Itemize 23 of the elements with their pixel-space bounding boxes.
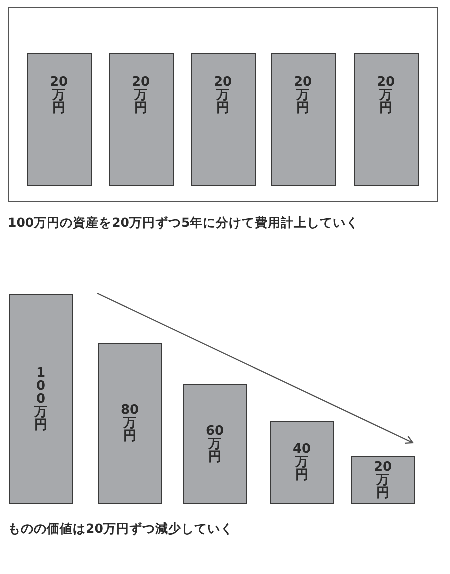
amount-label: 80万円 <box>120 404 140 443</box>
value-bar <box>26 52 92 186</box>
caption: 100万円の資産を20万円ずつ5年に分けて費用計上していく <box>8 215 360 230</box>
amount-label: 20万円 <box>48 76 70 114</box>
value-bar <box>351 456 415 504</box>
value-bar <box>270 421 334 504</box>
value-bar <box>190 52 256 186</box>
amount-label: 20万円 <box>292 76 314 114</box>
amount-label: 40万円 <box>292 443 312 482</box>
value-bar <box>9 294 73 504</box>
amount-label: 60万円 <box>204 424 226 464</box>
caption: ものの価値は20万円ずつ減少していく <box>8 521 234 536</box>
amount-label: 20万円 <box>212 76 234 114</box>
value-bar <box>183 384 247 504</box>
amount-label: 100万円 <box>34 366 48 432</box>
value-bar <box>270 52 336 186</box>
outline-frame <box>8 7 438 202</box>
amount-label: 20万円 <box>130 76 152 114</box>
value-bar <box>98 343 162 504</box>
value-bar <box>354 52 418 186</box>
value-bar <box>108 52 174 186</box>
amount-label: 20万円 <box>376 76 396 114</box>
amount-label: 20万円 <box>372 460 394 500</box>
